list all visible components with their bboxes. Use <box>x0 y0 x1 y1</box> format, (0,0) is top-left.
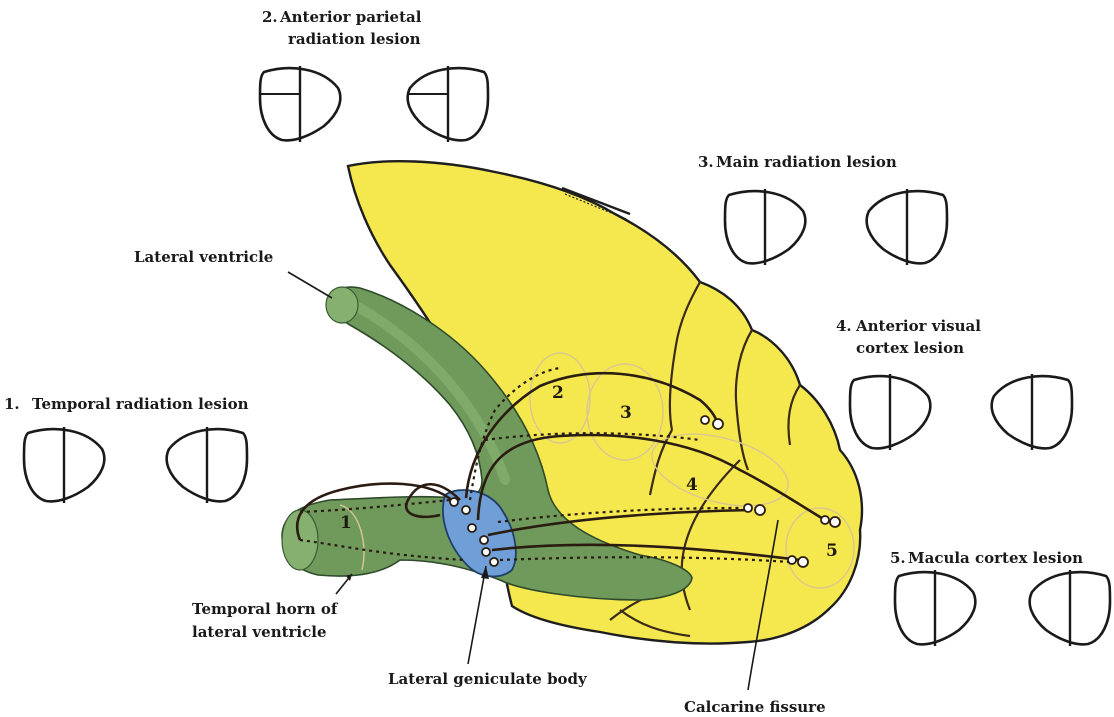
label-temporal-horn-1: Temporal horn of <box>192 600 339 618</box>
lgb-terminal <box>462 506 470 514</box>
fiber-terminal <box>798 557 808 567</box>
field-4-left-eye <box>846 366 930 454</box>
lesion-3-number: 3. <box>698 153 714 171</box>
field-1-right-eye <box>165 423 247 503</box>
lesion-5-title: Macula cortex lesion <box>908 549 1083 567</box>
label-lateral-ventricle: Lateral ventricle <box>134 248 273 266</box>
zone-number-2: 2 <box>552 383 564 403</box>
pointer-lgb <box>468 566 486 664</box>
label-lateral-geniculate-body: Lateral geniculate body <box>388 670 588 688</box>
field-1-left-eye <box>22 423 104 503</box>
field-3-right-eye <box>863 181 947 269</box>
lesion-1-title: Temporal radiation lesion <box>32 395 249 413</box>
label-calcarine-fissure: Calcarine fissure <box>684 698 826 716</box>
pointer-lateral-ventricle <box>288 272 332 298</box>
fiber-terminal <box>701 416 709 424</box>
lgb-terminal <box>480 536 488 544</box>
fiber-terminal <box>744 504 752 512</box>
lesion-2-title-1: Anterior parietal <box>279 8 422 26</box>
lgb-terminal <box>490 558 498 566</box>
zone-number-5: 5 <box>826 541 838 561</box>
field-4-right-eye <box>988 366 1072 454</box>
field-5-left-eye <box>895 570 975 646</box>
lesion-4-title-1: Anterior visual <box>855 317 981 335</box>
fiber-terminal <box>713 419 723 429</box>
lesion-4-number: 4. <box>836 317 852 335</box>
field-2-left-eye <box>256 66 340 144</box>
fiber-terminal <box>821 516 829 524</box>
lesion-1-number: 1. <box>4 395 20 413</box>
fiber-terminal <box>755 505 765 515</box>
fiber-terminal <box>830 517 840 527</box>
field-5-right-eye <box>1030 570 1110 646</box>
zone-number-4: 4 <box>686 475 698 495</box>
lesion-4-title-2: cortex lesion <box>856 339 964 357</box>
lgb-terminal <box>482 548 490 556</box>
zone-number-1: 1 <box>340 513 352 533</box>
fiber-terminal <box>788 556 796 564</box>
lesion-2-title-2: radiation lesion <box>288 30 421 48</box>
lgb-terminal <box>450 498 458 506</box>
zone-number-3: 3 <box>620 403 632 423</box>
field-2-right-eye <box>404 66 488 144</box>
lesion-3-title: Main radiation lesion <box>716 153 897 171</box>
field-3-left-eye <box>721 181 805 269</box>
lesion-2-number: 2. <box>262 8 278 26</box>
label-temporal-horn-2: lateral ventricle <box>192 623 327 641</box>
ventricle-anterior-tip <box>326 287 358 323</box>
lgb-terminal <box>468 524 476 532</box>
lesion-5-number: 5. <box>890 549 906 567</box>
